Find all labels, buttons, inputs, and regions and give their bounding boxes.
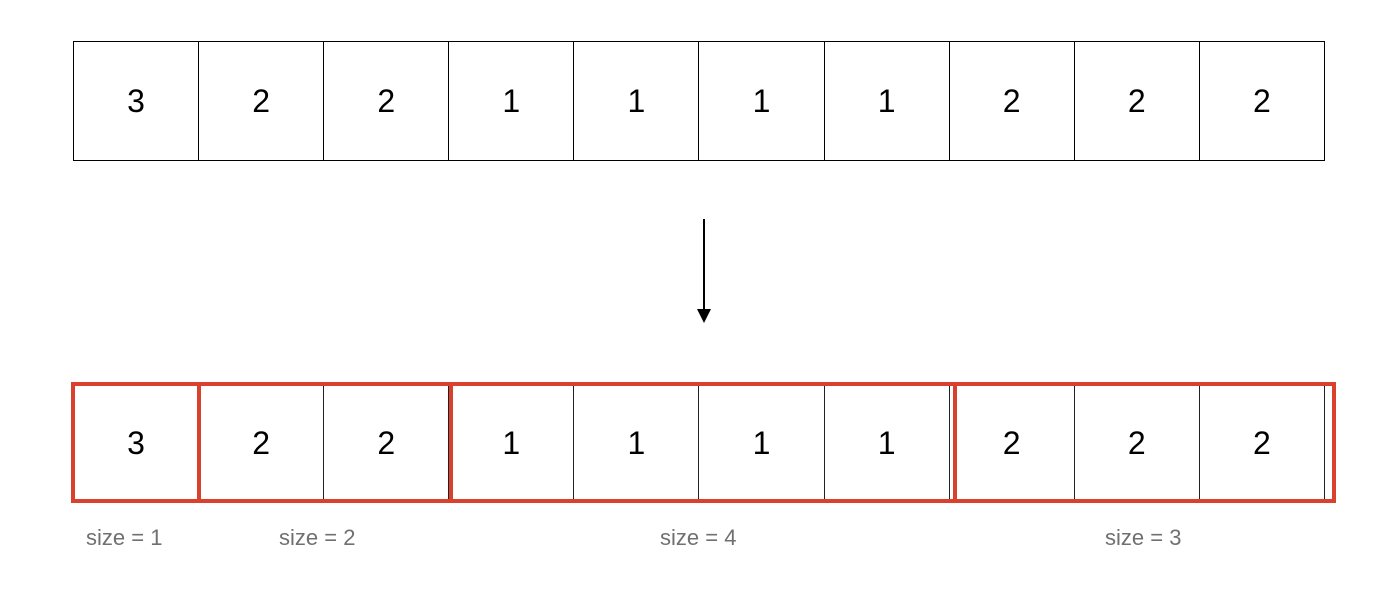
output-array: 3 2 2 1 1 1 1 2 2 2 <box>73 383 1334 503</box>
group-label-4: size = 3 <box>1105 525 1182 550</box>
input-cell-5: 1 <box>698 41 825 161</box>
input-cell-1: 2 <box>198 41 325 161</box>
output-cell-9: 2 <box>1198 383 1325 503</box>
input-cell-8: 2 <box>1073 41 1200 161</box>
input-cell-3: 1 <box>448 41 575 161</box>
output-cell-0: 3 <box>73 383 200 503</box>
group-label-2: size = 2 <box>279 525 356 550</box>
input-cell-0: 3 <box>73 41 200 161</box>
input-array: 3 2 2 1 1 1 1 2 2 2 <box>73 41 1334 161</box>
input-cell-4: 1 <box>573 41 700 161</box>
group-label-1: size = 1 <box>86 525 163 550</box>
output-cell-7: 2 <box>948 383 1075 503</box>
output-cell-1: 2 <box>198 383 325 503</box>
input-cell-7: 2 <box>948 41 1075 161</box>
output-cell-6: 1 <box>823 383 950 503</box>
output-cell-3: 1 <box>448 383 575 503</box>
output-cell-4: 1 <box>573 383 700 503</box>
output-cell-8: 2 <box>1073 383 1200 503</box>
output-cell-5: 1 <box>698 383 825 503</box>
arrow-down-icon <box>697 219 711 323</box>
input-cell-2: 2 <box>323 41 450 161</box>
input-cell-6: 1 <box>823 41 950 161</box>
input-cell-9: 2 <box>1198 41 1325 161</box>
group-label-3: size = 4 <box>660 525 737 550</box>
output-cell-2: 2 <box>323 383 450 503</box>
